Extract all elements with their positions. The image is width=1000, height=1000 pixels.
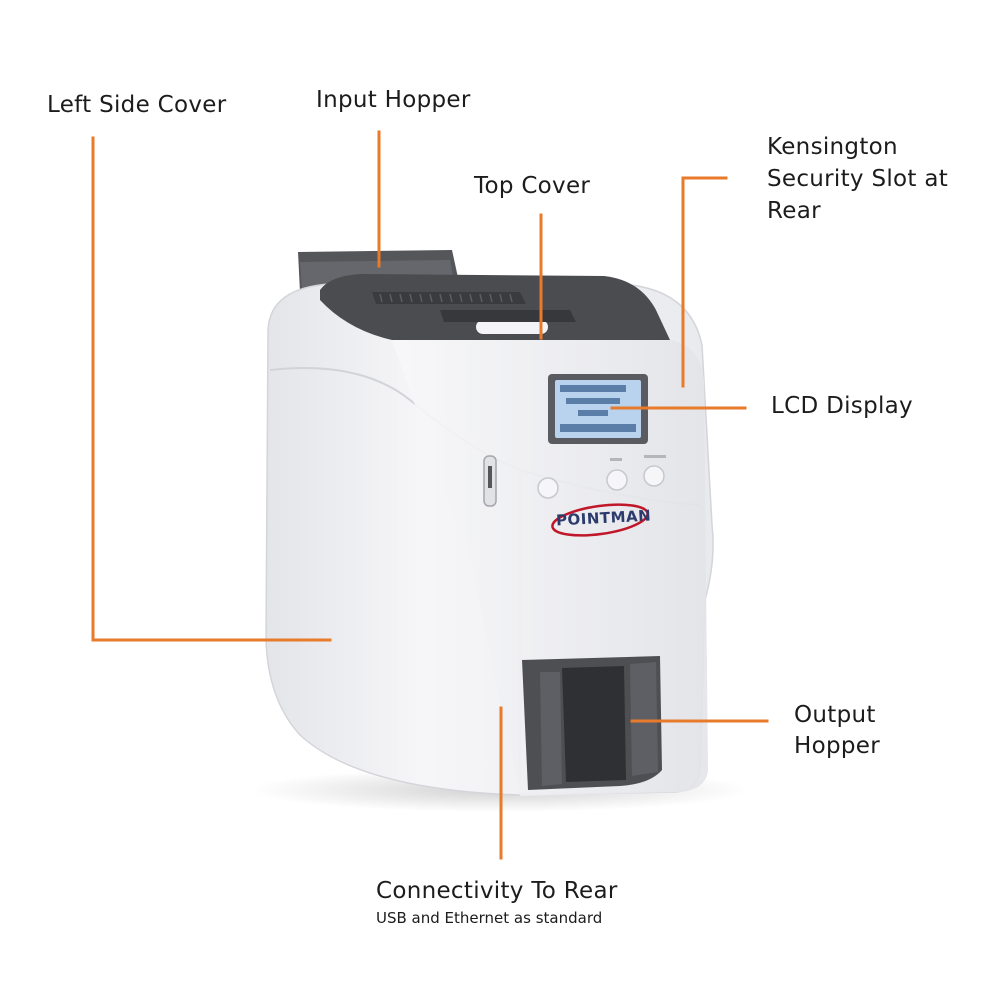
label-output-1: Output <box>794 702 876 728</box>
top-cover-handle <box>476 320 548 334</box>
card-slot-inner <box>488 466 492 488</box>
output-hopper-card <box>540 672 562 786</box>
top-cover-shape <box>320 274 670 340</box>
label-input-hopper: Input Hopper <box>316 87 471 113</box>
lcd-text-lines <box>560 385 636 432</box>
output-hopper-opening <box>562 666 626 782</box>
label-left-side-cover: Left Side Cover <box>47 92 227 118</box>
label-lcd-display: LCD Display <box>771 393 913 419</box>
callout-kensington <box>681 176 728 388</box>
logo-swoosh <box>551 503 649 537</box>
printer-button-right <box>643 465 665 487</box>
label-top-cover: Top Cover <box>474 173 591 199</box>
label-connectivity: Connectivity To Rear <box>376 878 618 904</box>
button-legend-right <box>644 455 666 458</box>
output-hopper-right-wall <box>630 662 658 776</box>
button-legend-mid <box>610 458 622 461</box>
label-connectivity-sub: USB and Ethernet as standard <box>376 909 603 927</box>
label-output-2: Hopper <box>794 733 880 759</box>
callout-left-side-cover <box>91 136 332 642</box>
printer-button-mid <box>606 469 628 491</box>
printer-button-left <box>537 477 559 499</box>
vent-slots <box>379 293 513 303</box>
label-kensington-2: Security Slot at <box>767 166 949 192</box>
lcd-screen <box>555 380 641 438</box>
label-kensington-1: Kensington <box>767 134 898 160</box>
label-kensington-3: Rear <box>767 198 821 224</box>
